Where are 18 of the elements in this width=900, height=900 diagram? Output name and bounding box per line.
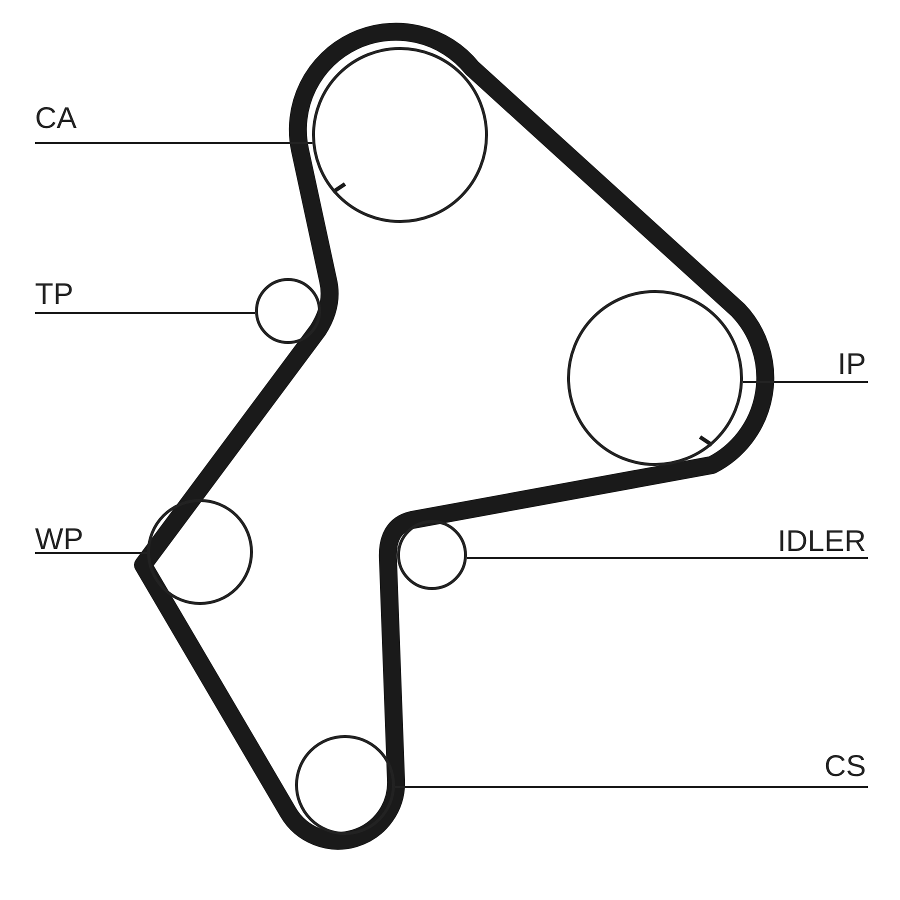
pulley (567, 290, 743, 466)
part-label: CA (35, 104, 77, 134)
pulley (255, 278, 321, 344)
leader-line (394, 786, 868, 788)
part-label: IP (838, 350, 866, 380)
pulley (147, 499, 253, 605)
leader-line (466, 557, 868, 559)
leader-line (35, 312, 256, 314)
leader-line (35, 142, 312, 144)
leader-line (35, 552, 147, 554)
pulley (312, 47, 488, 223)
part-label: WP (35, 525, 84, 555)
part-label: CS (824, 752, 866, 782)
pulley (295, 735, 395, 835)
part-label: IDLER (778, 527, 866, 557)
part-label: TP (35, 280, 74, 310)
leader-line (742, 381, 868, 383)
pulley (397, 520, 467, 590)
